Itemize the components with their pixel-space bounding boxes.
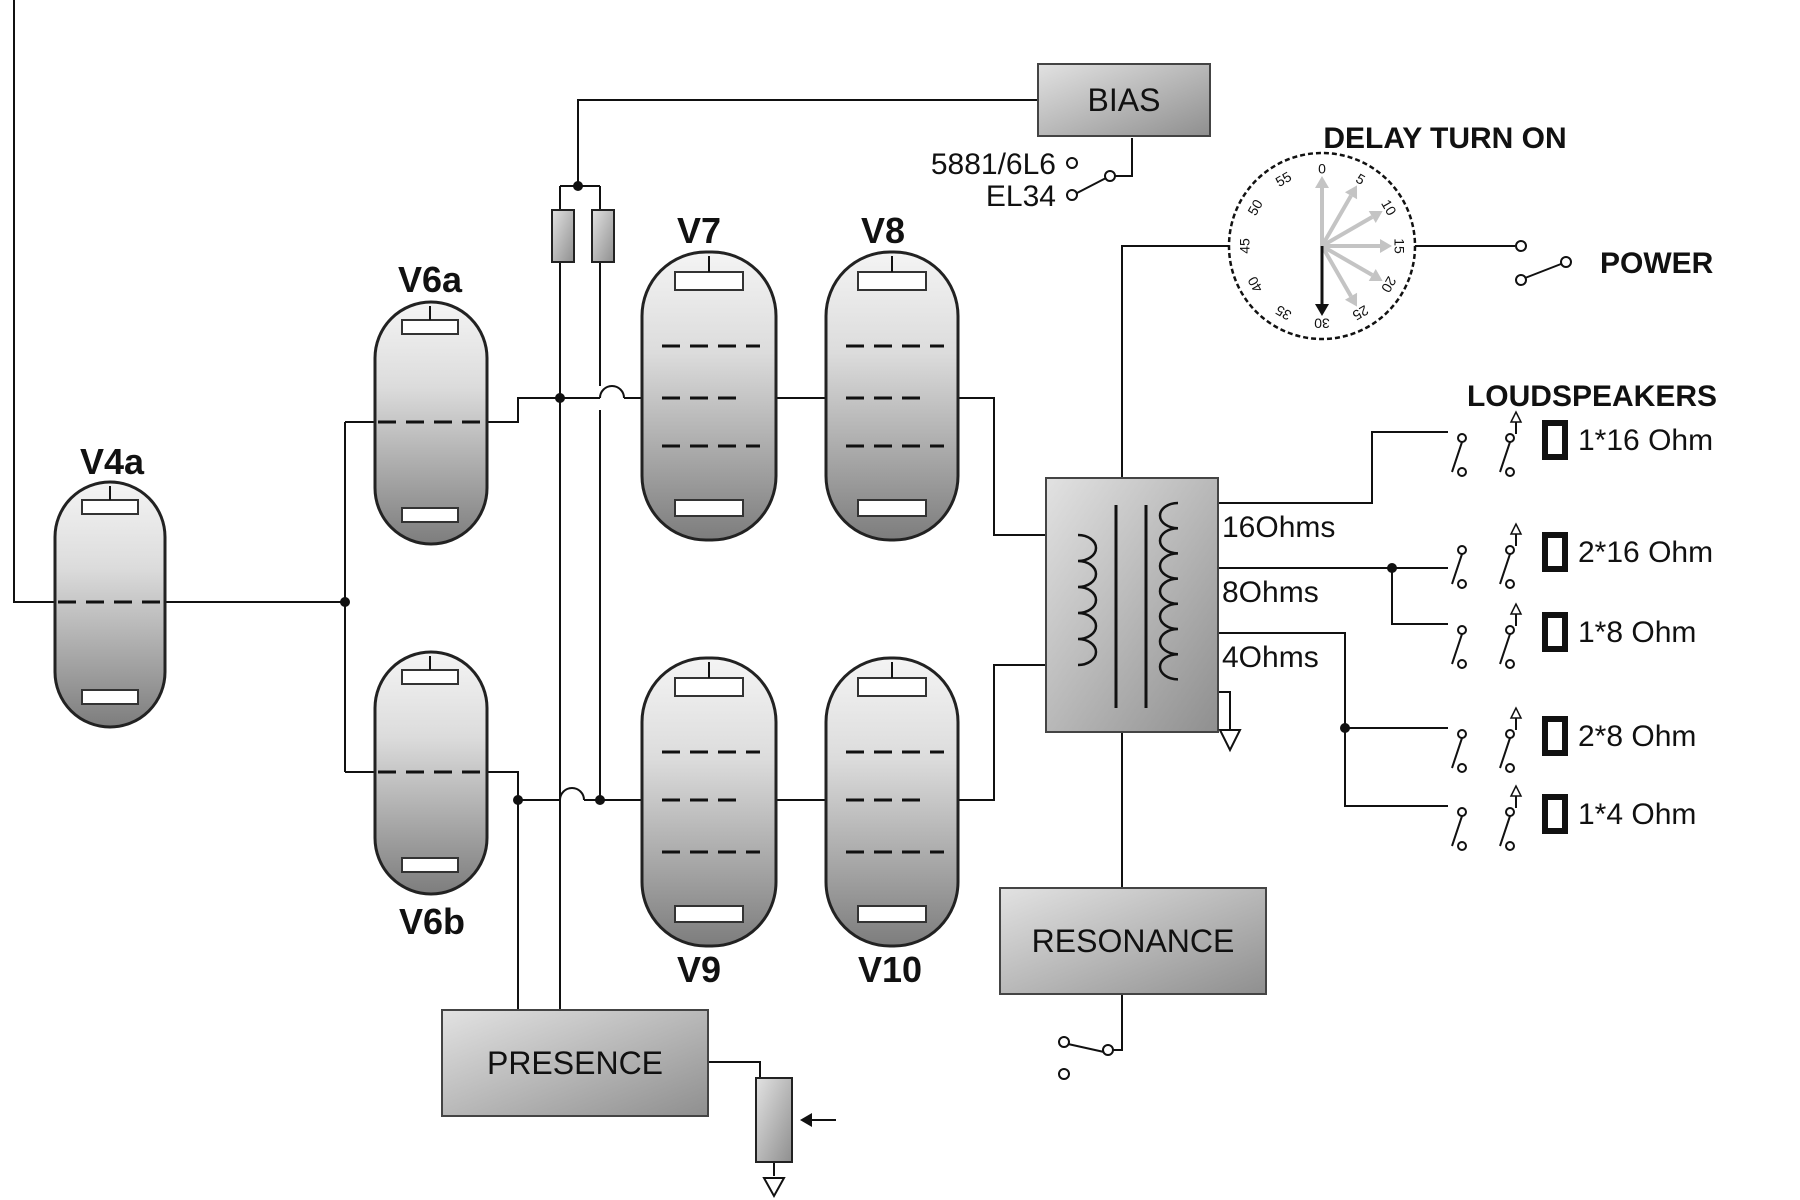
loudspeakers-title: LOUDSPEAKERS [1467, 380, 1717, 413]
tube-label-v8: V8 [861, 210, 905, 251]
presence-potentiometer [755, 1077, 836, 1163]
tube-label-v7: V7 [677, 210, 721, 251]
tube-label-v6a: V6a [398, 259, 463, 300]
loudspeaker-outputs: 1*16 Ohm 2*16 Ohm 1*8 Ohm 2*8 Ohm 1*4 Ohm [1451, 410, 1713, 851]
bias-label: BIAS [1088, 82, 1161, 118]
loudspeaker-label: 1*16 Ohm [1578, 424, 1713, 457]
delay-turn-on-title: DELAY TURN ON [1323, 122, 1566, 155]
loudspeaker-row: 1*4 Ohm [1451, 784, 1696, 851]
dial-pointer [1322, 239, 1392, 253]
bias-block: BIAS [1037, 63, 1211, 137]
resonance-block: RESONANCE [999, 887, 1267, 995]
tube-v6a: V6a [373, 259, 489, 546]
loudspeaker-row: 2*16 Ohm [1451, 522, 1713, 589]
loudspeaker-row: 1*8 Ohm [1451, 602, 1696, 669]
dial-pointer [1320, 185, 1358, 247]
tube-v10: V10 [824, 656, 960, 990]
tube-label-v4a: V4a [80, 441, 145, 482]
tube-label-v6b: V6b [399, 901, 465, 942]
tube-v9: V9 [640, 656, 778, 990]
loudspeaker-label: 1*8 Ohm [1578, 616, 1696, 649]
dial-number: 0 [1318, 161, 1326, 177]
output-transformer [1045, 477, 1219, 733]
dial-number: 25 [1350, 302, 1372, 324]
presence-label: PRESENCE [487, 1045, 663, 1081]
tap-label-8ohms: 8Ohms [1222, 576, 1319, 609]
tube-v7: V7 [640, 210, 778, 542]
dial-arrows [1315, 176, 1392, 316]
tube-v6b: V6b [373, 650, 489, 942]
tube-label-v9: V9 [677, 949, 721, 990]
dial-number: 35 [1272, 302, 1294, 324]
loudspeaker-label: 2*16 Ohm [1578, 536, 1713, 569]
dial-number: 55 [1273, 168, 1295, 190]
dial-number: 50 [1244, 196, 1266, 218]
bias-resistors [551, 209, 615, 263]
dial-pointer [1321, 210, 1383, 248]
resonance-label: RESONANCE [1032, 923, 1235, 959]
dial-number: 30 [1314, 315, 1330, 331]
dial-pointer [1320, 244, 1358, 307]
loudspeaker-row: 1*16 Ohm [1451, 410, 1713, 477]
resonance-switch [1058, 1036, 1114, 1080]
power-switch [1515, 240, 1572, 286]
dial-pointer [1315, 176, 1329, 246]
tube-label-v10: V10 [858, 949, 922, 990]
tap-label-4ohms: 4Ohms [1222, 641, 1319, 674]
loudspeaker-row: 2*8 Ohm [1451, 706, 1696, 773]
bias-option-el34: EL34 [986, 180, 1056, 213]
presence-block: PRESENCE [441, 1009, 709, 1117]
dial-pointer [1321, 244, 1383, 282]
tap-label-16ohms: 16Ohms [1222, 511, 1335, 544]
loudspeaker-label: 1*4 Ohm [1578, 798, 1696, 831]
presence-ground-icon [762, 1177, 786, 1199]
loudspeaker-label: 2*8 Ohm [1578, 720, 1696, 753]
dial-number: 10 [1378, 197, 1400, 219]
dial-number: 15 [1391, 238, 1407, 254]
transformer-ground-icon [1218, 729, 1242, 753]
dial-number: 40 [1244, 274, 1266, 296]
dial-number: 45 [1237, 238, 1253, 254]
bias-option-5881-6l6: 5881/6L6 [931, 148, 1056, 181]
tube-v4a: V4a [53, 441, 167, 729]
dial-pointer-active [1315, 246, 1329, 316]
dial-number: 20 [1378, 274, 1400, 296]
bias-selector-switch [1066, 157, 1116, 201]
power-label: POWER [1600, 247, 1714, 280]
tube-v8: V8 [824, 210, 960, 542]
